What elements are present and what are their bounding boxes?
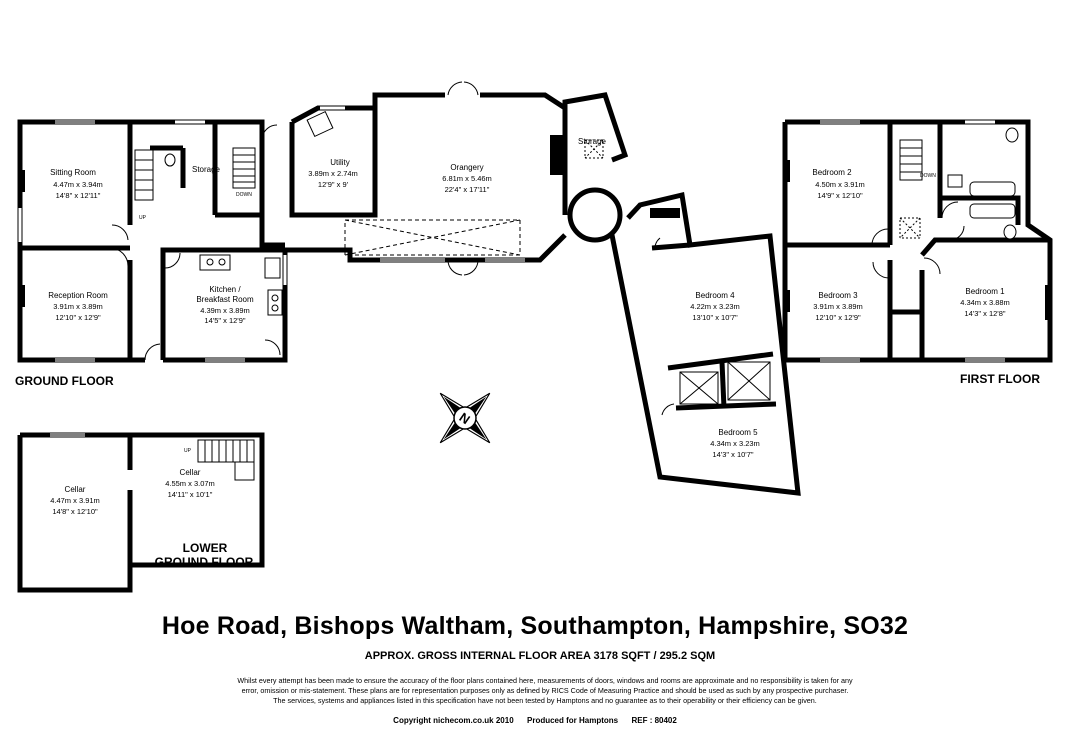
- ground-floor-plan: [17, 81, 629, 363]
- utility-imperial: 12'9" x 9': [318, 180, 349, 189]
- kitchen-name-line2: Breakfast Room: [196, 295, 254, 304]
- sitting-room-imperial: 14'8" x 12'11": [56, 191, 101, 200]
- bedroom5-imperial: 14'3" x 10'7": [712, 450, 753, 459]
- disclaimer-line-1: Whilst every attempt has been made to en…: [237, 676, 853, 685]
- bedroom2-metric: 4.50m x 3.91m: [815, 180, 865, 189]
- reception-room-metric: 3.91m x 3.89m: [53, 302, 103, 311]
- orangery-name: Orangery: [450, 163, 483, 172]
- cellar2-metric: 4.55m x 3.07m: [165, 479, 215, 488]
- stairs-up-label: UP: [139, 215, 147, 221]
- cellar2-imperial: 14'11" x 10'1": [168, 490, 213, 499]
- cellar1-metric: 4.47m x 3.91m: [50, 496, 100, 505]
- bedroom3-metric: 3.91m x 3.89m: [813, 302, 863, 311]
- bedroom2-imperial: 14'9" x 12'10": [817, 191, 863, 200]
- lower-floor-label-line2: GROUND FLOOR: [155, 555, 254, 569]
- utility-metric: 3.89m x 2.74m: [308, 169, 358, 178]
- kitchen-name-line1: Kitchen /: [209, 285, 241, 294]
- storage-ground-name: Storage: [192, 165, 221, 174]
- disclaimer-line-3: The services, systems and appliances lis…: [273, 696, 817, 705]
- bedroom1-imperial: 14'3" x 12'8": [964, 309, 1005, 318]
- floor-area-subtitle: APPROX. GROSS INTERNAL FLOOR AREA 3178 S…: [364, 650, 716, 662]
- sitting-room-name: Sitting Room: [50, 168, 96, 177]
- disclaimer: Whilst every attempt has been made to en…: [130, 676, 960, 706]
- storage-orangery-name: Storage: [578, 137, 607, 146]
- sitting-room-metric: 4.47m x 3.94m: [53, 180, 103, 189]
- first-stairs-down-label: DOWN: [920, 173, 936, 179]
- reception-room-name: Reception Room: [48, 291, 108, 300]
- cellar-stairs-up-label: UP: [184, 448, 192, 454]
- first-floor-plan: [782, 119, 1053, 363]
- bedroom3-name: Bedroom 3: [818, 291, 858, 300]
- disclaimer-line-2: error, omission or mis-statement. These …: [241, 686, 849, 695]
- first-floor-label: FIRST FLOOR: [960, 372, 1040, 386]
- bedroom1-name: Bedroom 1: [965, 287, 1005, 296]
- bedroom4-metric: 4.22m x 3.23m: [690, 302, 740, 311]
- bedroom4-imperial: 13'10" x 10'7": [692, 313, 738, 322]
- bedroom5-name: Bedroom 5: [718, 428, 758, 437]
- orangery-metric: 6.81m x 5.46m: [442, 174, 492, 183]
- footer-produced: Produced for Hamptons: [527, 716, 619, 725]
- footer-ref: REF : 80402: [631, 716, 677, 725]
- footer-copyright: Copyright nichecom.co.uk 2010: [393, 716, 514, 725]
- kitchen-metric: 4.39m x 3.89m: [200, 306, 250, 315]
- bedroom2-name: Bedroom 2: [812, 168, 852, 177]
- cellar1-name: Cellar: [65, 485, 86, 494]
- orangery-imperial: 22'4" x 17'11": [445, 185, 490, 194]
- bedroom4-name: Bedroom 4: [695, 291, 735, 300]
- floor-plan-drawing: Sitting Room 4.47m x 3.94m 14'8" x 12'11…: [15, 81, 1053, 593]
- compass-rose-icon: N: [439, 392, 491, 444]
- property-title: Hoe Road, Bishops Waltham, Southampton, …: [161, 612, 909, 640]
- ground-floor-label: GROUND FLOOR: [15, 374, 114, 388]
- footer: Copyright nichecom.co.uk 2010 Produced f…: [0, 716, 1070, 725]
- lower-floor-label-line1: LOWER: [183, 541, 228, 555]
- bedroom-wing-plan: [609, 191, 801, 496]
- cellar1-imperial: 14'8" x 12'10": [52, 507, 98, 516]
- bedroom1-metric: 4.34m x 3.88m: [960, 298, 1010, 307]
- kitchen-imperial: 14'5" x 12'9": [204, 316, 245, 325]
- stairs-ground: [134, 147, 256, 201]
- cellar2-name: Cellar: [180, 468, 201, 477]
- stairs-down-label: DOWN: [236, 192, 252, 198]
- reception-room-imperial: 12'10" x 12'9": [55, 313, 101, 322]
- utility-name: Utility: [330, 158, 350, 167]
- bedroom5-metric: 4.34m x 3.23m: [710, 439, 760, 448]
- lower-ground-floor-plan: [17, 432, 265, 593]
- bedroom3-imperial: 12'10" x 12'9": [815, 313, 861, 322]
